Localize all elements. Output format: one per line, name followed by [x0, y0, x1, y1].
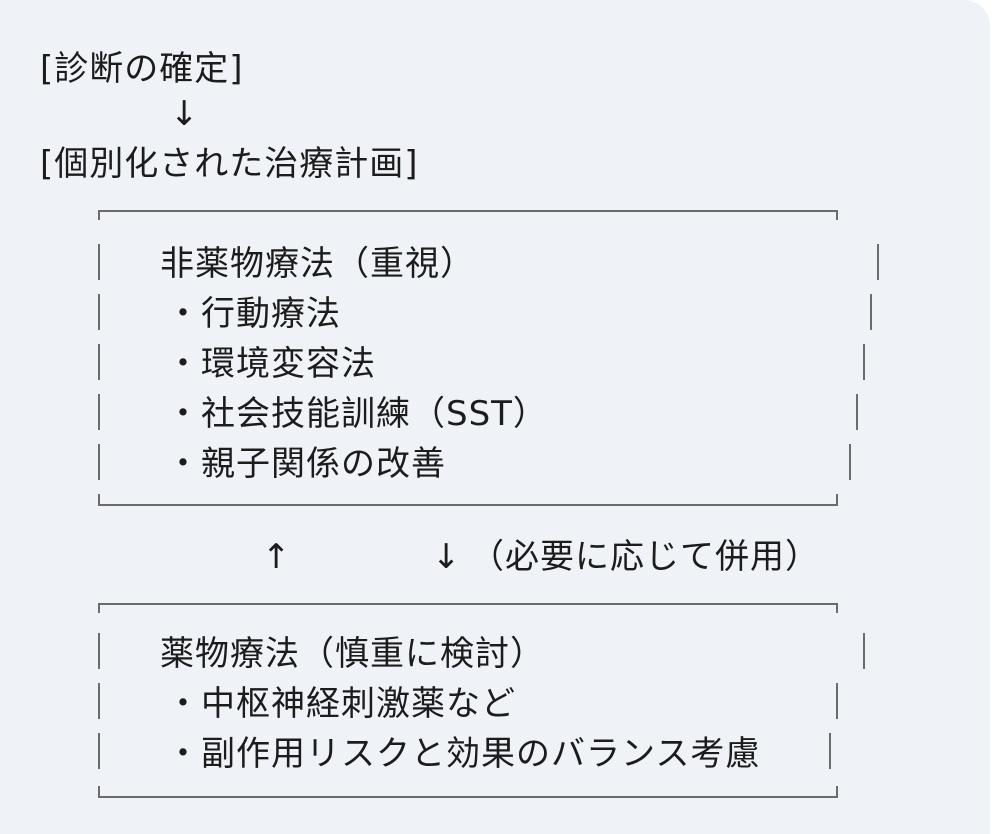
box-right-border	[849, 444, 851, 480]
box-top-border	[98, 603, 838, 605]
arrow-down-icon: ↓	[432, 537, 461, 577]
non-drug-title: 非薬物療法（重視）	[160, 244, 475, 284]
box-right-border	[836, 683, 838, 719]
box-right-border	[877, 244, 879, 280]
box-left-border	[98, 294, 100, 330]
box-right-border	[863, 633, 865, 669]
non-drug-item: ・行動療法	[166, 294, 341, 334]
non-drug-item: ・環境変容法	[166, 344, 376, 384]
box-top-left-tick	[98, 603, 100, 613]
box-right-border	[829, 733, 831, 769]
box-left-border	[98, 244, 100, 280]
combined-use-note: （必要に応じて併用）	[470, 537, 820, 577]
treatment-plan-label: [個別化された治療計画]	[40, 144, 419, 184]
drug-item: ・副作用リスクと効果のバランス考慮	[166, 734, 761, 774]
box-right-border	[863, 344, 865, 380]
arrow-down-icon: ↓	[170, 94, 199, 134]
box-left-border	[98, 444, 100, 480]
drug-title: 薬物療法（慎重に検討）	[160, 634, 545, 674]
non-drug-item: ・親子関係の改善	[166, 444, 446, 484]
box-top-right-tick	[836, 603, 838, 613]
diagnosis-label: [診断の確定]	[40, 49, 244, 89]
box-right-border	[870, 294, 872, 330]
drug-item: ・中枢神経刺激薬など	[166, 684, 516, 724]
box-bottom-border	[98, 504, 838, 506]
box-left-border	[98, 683, 100, 719]
box-left-border	[98, 733, 100, 769]
non-drug-item: ・社会技能訓練（SST）	[166, 394, 548, 434]
box-left-border	[98, 394, 100, 430]
box-bottom-left-tick	[98, 494, 100, 506]
box-left-border	[98, 344, 100, 380]
box-bottom-right-tick	[836, 786, 838, 798]
box-top-border	[98, 210, 838, 212]
arrow-up-icon: ↑	[262, 537, 291, 577]
box-bottom-border	[98, 796, 838, 798]
box-top-right-tick	[836, 210, 838, 220]
box-top-left-tick	[98, 210, 100, 220]
box-bottom-left-tick	[98, 786, 100, 798]
box-right-border	[856, 394, 858, 430]
box-bottom-right-tick	[836, 494, 838, 506]
box-left-border	[98, 633, 100, 669]
